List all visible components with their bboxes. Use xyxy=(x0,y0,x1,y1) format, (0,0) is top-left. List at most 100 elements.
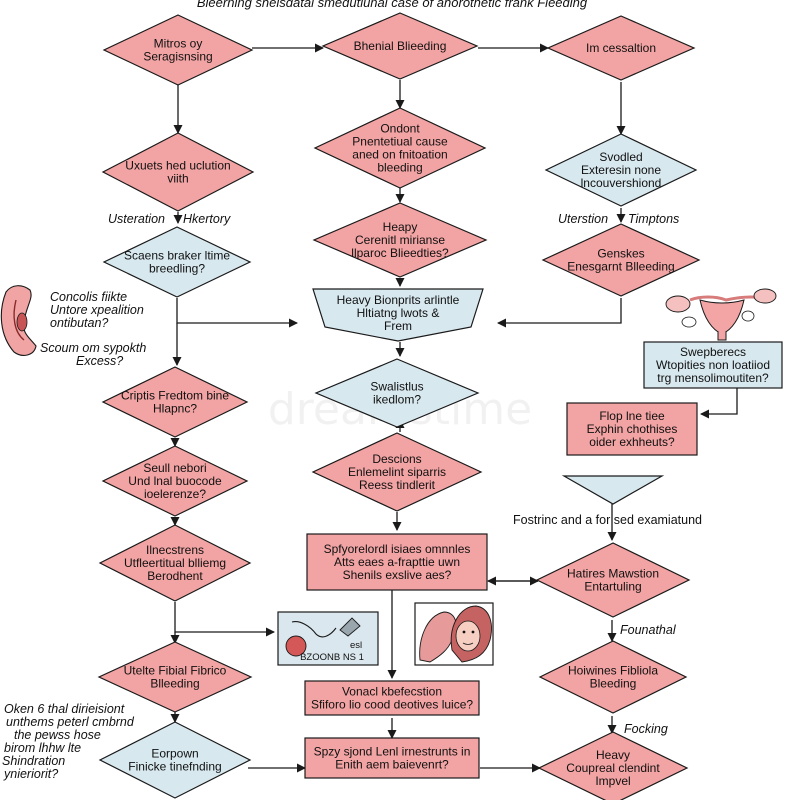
node-label: Enesgarnt Blleeding xyxy=(567,260,674,274)
node-label: Cerenitl mirianse xyxy=(355,233,445,247)
node-label: Im cessaltion xyxy=(586,41,656,55)
uterus-profile-icon xyxy=(0,285,37,356)
node-label: Hltiatng lwots & xyxy=(357,306,440,320)
patient-faces-icon xyxy=(414,602,494,666)
node-shape xyxy=(101,132,255,212)
node-label: Blleeding xyxy=(150,677,199,691)
node-label: viith xyxy=(167,172,188,186)
node-label: Genskes xyxy=(597,247,644,261)
node-shape xyxy=(535,542,691,618)
node-label: Wtopities non loatiiod xyxy=(656,358,770,372)
node-shape xyxy=(304,680,480,716)
node-label: Shenils exslive aes? xyxy=(343,568,452,582)
node-label: Reess tindlerit xyxy=(359,478,436,492)
node-shape xyxy=(541,223,701,297)
node-label: Scaens braker ltime xyxy=(124,249,230,263)
node-shape xyxy=(101,445,249,517)
node-shape xyxy=(544,133,698,207)
node-label: Svodled xyxy=(599,150,642,164)
node-label: ioelerenze? xyxy=(144,487,206,501)
node-label: Criptis Fredtom bine xyxy=(121,389,229,403)
annotation-label: birom lhhw lte xyxy=(4,741,81,755)
node-label: Berodhent xyxy=(147,569,203,583)
annotation-label: the pewss hose xyxy=(14,728,101,742)
node-shape xyxy=(306,533,488,591)
node-label: Bleeding xyxy=(590,677,637,691)
node-label: Uxuets hed uclution xyxy=(125,159,230,173)
node-label: Finicke tinefnding xyxy=(128,760,221,774)
annotation-label: unthems peterl cmbrnd xyxy=(6,715,135,729)
node-label: Vonacl kbefecstion xyxy=(342,685,442,699)
node-label: Exteresin none xyxy=(581,163,661,177)
node-label: Atts eaes a-frapttie uwn xyxy=(334,555,460,569)
connector-lines xyxy=(170,43,738,773)
node-label: Seull nebori xyxy=(143,461,206,475)
node-label: Swalistlus xyxy=(370,380,423,394)
node-shape xyxy=(566,402,698,456)
node-label: Impvel xyxy=(595,774,630,788)
node-label: Heavy xyxy=(596,748,630,762)
node-shape xyxy=(304,737,480,779)
node-label: llparoc Blieedties? xyxy=(351,246,449,260)
node-label: Frem xyxy=(384,319,412,333)
node-label: Hoiwines Fibliola xyxy=(568,664,658,678)
node-label: bleeding xyxy=(377,161,422,175)
node-label: Bhenial Blieeding xyxy=(354,39,447,53)
node-label: Coupreal clendint xyxy=(566,761,660,775)
illustration-caption-1: esl xyxy=(350,640,362,651)
annotation-label: Oken 6 thal dirieisiont xyxy=(4,702,125,716)
node-shape xyxy=(314,358,480,428)
node-label: Seragisnsing xyxy=(143,50,212,64)
annotation-label: ontibutan? xyxy=(50,316,108,330)
node-label: Exphin chothises xyxy=(587,422,678,436)
flow-node-diamond: Im cessaltion xyxy=(546,15,696,81)
node-shape xyxy=(321,12,479,80)
node-label: Utelte Fibial Fibrico xyxy=(124,664,227,678)
annotation-label: Uterstion xyxy=(558,212,608,226)
node-label: Flop lne tiee xyxy=(599,409,665,423)
flow-node-triangle xyxy=(561,475,665,505)
annotation-label: Timptons xyxy=(628,212,679,226)
node-shape xyxy=(561,475,665,505)
node-shape xyxy=(98,721,252,799)
annotation-label: Concolis fiikte xyxy=(50,290,127,304)
node-label: Pnentetiual cause xyxy=(352,135,448,149)
annotation-label: ynieriorit? xyxy=(3,767,58,781)
node-label: ikedlom? xyxy=(373,393,421,407)
uterus-icon xyxy=(665,288,777,341)
annotation-label: Founathal xyxy=(620,623,677,637)
annotation-label: Usteration xyxy=(108,212,165,226)
node-label: Enlemelint siparris xyxy=(348,465,446,479)
annotation-label: Scoum om sypokth xyxy=(40,341,146,355)
node-label: aned on fnitoation xyxy=(352,148,447,162)
node-label: Utfleertitual blliemg xyxy=(124,556,226,570)
node-shape xyxy=(102,226,252,298)
node-shape xyxy=(312,288,484,342)
node-shape xyxy=(102,14,254,86)
annotation-label: Shindration xyxy=(2,754,65,768)
node-label: Swepberecs xyxy=(680,345,746,359)
node-shape xyxy=(98,524,252,602)
node-shape xyxy=(313,107,487,189)
node-shape xyxy=(97,641,253,713)
node-label: Und lnal buocode xyxy=(128,474,222,488)
node-label: Mitros oy xyxy=(154,37,203,51)
annotation-label: Fostrinc and a for sed examiatund xyxy=(513,513,702,527)
node-label: Enith aem baievenrt? xyxy=(335,758,449,772)
node-label: oider exhheuts? xyxy=(589,435,675,449)
node-label: trg mensolimoutiten? xyxy=(657,371,769,385)
node-label: Entartuling xyxy=(584,580,641,594)
node-label: lncouvershiond xyxy=(581,176,662,190)
